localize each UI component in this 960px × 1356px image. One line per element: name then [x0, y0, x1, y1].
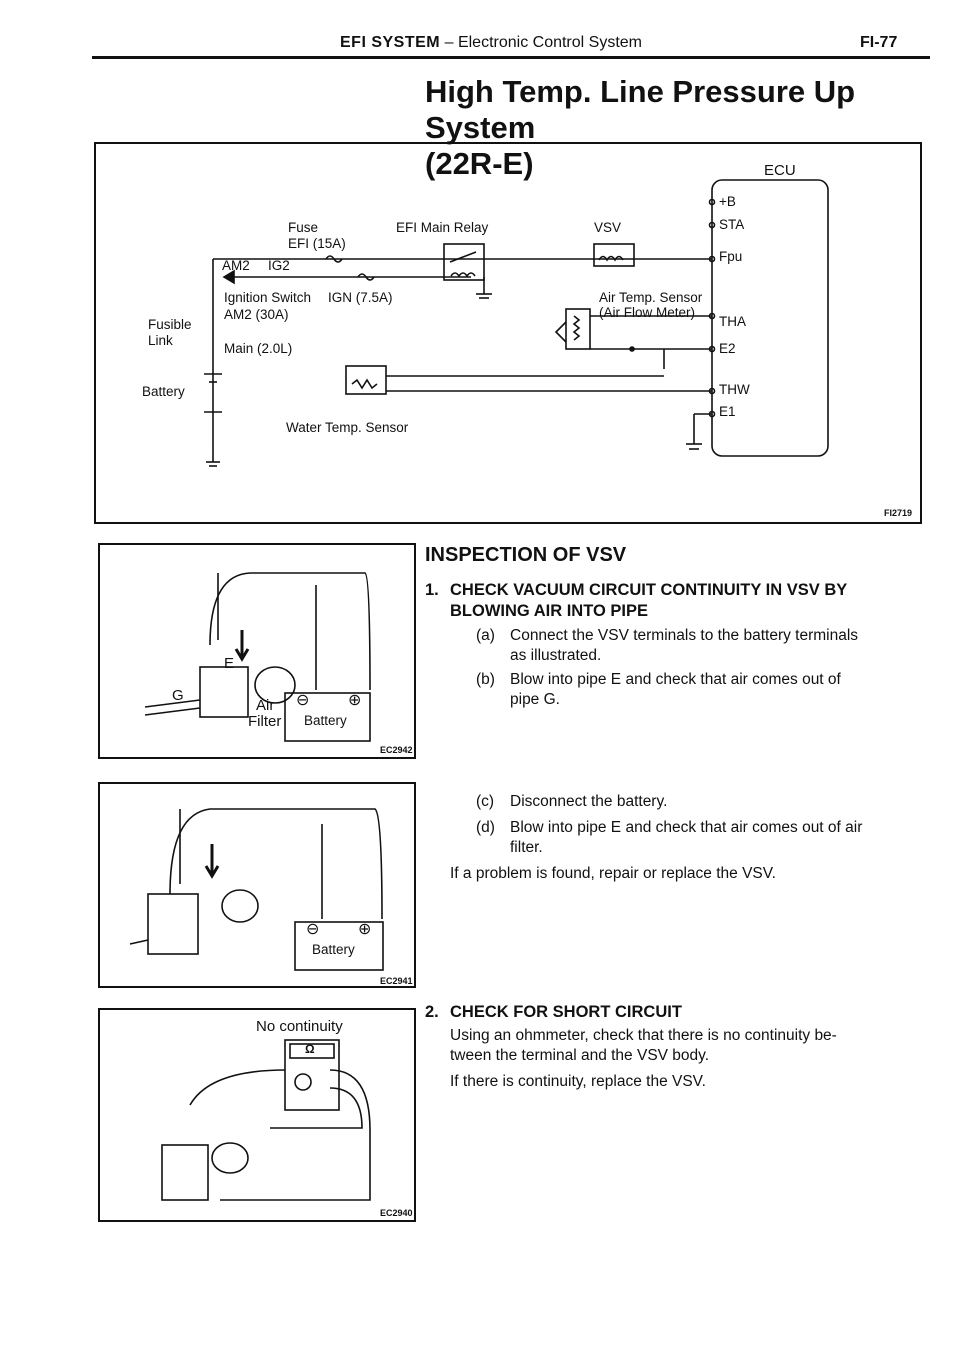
battery-box	[284, 692, 371, 742]
ig2-label: IG2	[268, 258, 290, 273]
air-label: Air	[256, 697, 275, 714]
svg-text:⊕: ⊕	[348, 692, 361, 709]
header-section: EFI SYSTEM	[340, 34, 441, 51]
step1-note: If a problem is found, repair or replace…	[450, 865, 776, 882]
fuse-efi-label: EFI (15A)	[288, 236, 346, 251]
svg-text:⊖: ⊖	[296, 692, 309, 709]
air-temp-sensor-label: Air Temp. Sensor	[599, 290, 703, 305]
ecu-pin-thw: THW	[719, 382, 750, 397]
am2-label: AM2	[222, 258, 250, 273]
filter-label: Filter	[248, 713, 282, 730]
step1-title-line1: CHECK VACUUM CIRCUIT CONTINUITY IN VSV B…	[450, 581, 848, 599]
step1-b-line1: Blow into pipe E and check that air come…	[510, 671, 841, 688]
air-temp-sensor-symbol	[565, 308, 591, 350]
battery-label-fig2: Battery	[312, 942, 355, 957]
inspection-heading: INSPECTION OF VSV	[425, 544, 627, 566]
ecu-pin-sta: STA	[719, 217, 745, 232]
battery-box-2	[294, 921, 384, 971]
title-line-1: High Temp. Line Pressure Up System	[425, 74, 856, 145]
ignition-switch-label: Ignition Switch	[224, 290, 312, 305]
air-flow-meter-label: (Air Flow Meter)	[599, 305, 696, 320]
air-filter	[254, 666, 296, 704]
page-number: FI-77	[860, 34, 898, 51]
efi-main-relay-symbol	[443, 243, 485, 281]
ohm-icon: Ω	[305, 1042, 315, 1056]
step1-d-label: (d)	[476, 819, 495, 836]
svg-text:⊕: ⊕	[358, 921, 371, 938]
water-temp-sensor-symbol	[345, 365, 387, 395]
step2-line2: tween the terminal and the VSV body.	[450, 1047, 710, 1064]
efi-main-relay-label: EFI Main Relay	[396, 220, 489, 235]
wiring-diagram: ECU +B STA Fpu THA E2 THW E1 Fuse EFI (1…	[94, 142, 922, 524]
fuse-label: Fuse	[288, 220, 319, 235]
step1-a-label: (a)	[476, 627, 495, 644]
step1-c-label: (c)	[476, 793, 495, 810]
step2-line3: If there is continuity, replace the VSV.	[450, 1073, 706, 1090]
fig3-code: EC2940	[380, 1208, 413, 1218]
step1-b-label: (b)	[476, 671, 495, 688]
step1-c-line1: Disconnect the battery.	[510, 793, 668, 810]
vsv-body	[199, 666, 249, 718]
step1-d-line2: filter.	[510, 839, 543, 856]
page-header: EFI SYSTEM – Electronic Control System	[340, 34, 642, 52]
step1-d-line1: Blow into pipe E and check that air come…	[510, 819, 863, 836]
vsv-label: VSV	[594, 220, 622, 235]
step2-title: CHECK FOR SHORT CIRCUIT	[450, 1003, 682, 1021]
step1-a-line2: as illustrated.	[510, 647, 602, 664]
header-rule	[92, 56, 930, 59]
title-line-2: (22R-E)	[425, 146, 534, 181]
pipe-e-label: E	[224, 655, 235, 672]
ecu-pin-fpu: Fpu	[719, 249, 743, 264]
ecu-label: ECU	[764, 162, 796, 179]
pipe-g-label: G	[172, 687, 184, 704]
wiring-code: FI2719	[884, 508, 913, 518]
ign-fuse-label: IGN (7.5A)	[328, 290, 393, 305]
step2-line1: Using an ohmmeter, check that there is n…	[450, 1027, 837, 1044]
ecu-pin-e2: E2	[719, 341, 736, 356]
air-filter-3	[211, 1142, 249, 1174]
svg-text:⊖: ⊖	[306, 921, 319, 938]
fusible-label: Fusible	[148, 317, 192, 332]
header-subtitle: Electronic Control System	[457, 34, 642, 51]
step1-a-line1: Connect the VSV terminals to the battery…	[510, 627, 859, 644]
figure-vsv-battery-disconnected: ⊖ ⊕ Battery EC2941	[98, 782, 416, 988]
link-label: Link	[148, 333, 173, 348]
ecu-pin-e1: E1	[719, 404, 736, 419]
step1-number: 1.	[425, 581, 439, 599]
ecu-pin-b: +B	[719, 194, 736, 209]
vsv-body-2	[147, 893, 199, 955]
battery-label-fig1: Battery	[304, 713, 347, 728]
page-title: High Temp. Line Pressure Up System (22R-…	[425, 74, 960, 182]
fig1-code: EC2942	[380, 745, 413, 755]
ecu-pin-tha: THA	[719, 314, 746, 329]
vsv-symbol	[593, 243, 635, 267]
fig2-code: EC2941	[380, 976, 413, 986]
step1-b-line2: pipe G.	[510, 691, 560, 708]
am2-30a-label: AM2 (30A)	[224, 307, 289, 322]
battery-label: Battery	[142, 384, 185, 399]
step2-number: 2.	[425, 1003, 439, 1021]
header-dash: –	[444, 34, 454, 51]
main-fusible-label: Main (2.0L)	[224, 341, 293, 356]
figure-ohmmeter-check: No continuity Ω EC2940	[98, 1008, 416, 1222]
no-continuity-label: No continuity	[256, 1018, 343, 1035]
water-temp-sensor-label: Water Temp. Sensor	[286, 420, 409, 435]
ohmmeter-body	[284, 1039, 340, 1111]
air-filter-2	[221, 889, 259, 923]
step1-title-line2: BLOWING AIR INTO PIPE	[450, 602, 649, 620]
figure-vsv-battery-connected: ⊖ ⊕ E G Air Filter Battery EC2942	[98, 543, 416, 759]
vsv-body-3	[161, 1144, 209, 1201]
